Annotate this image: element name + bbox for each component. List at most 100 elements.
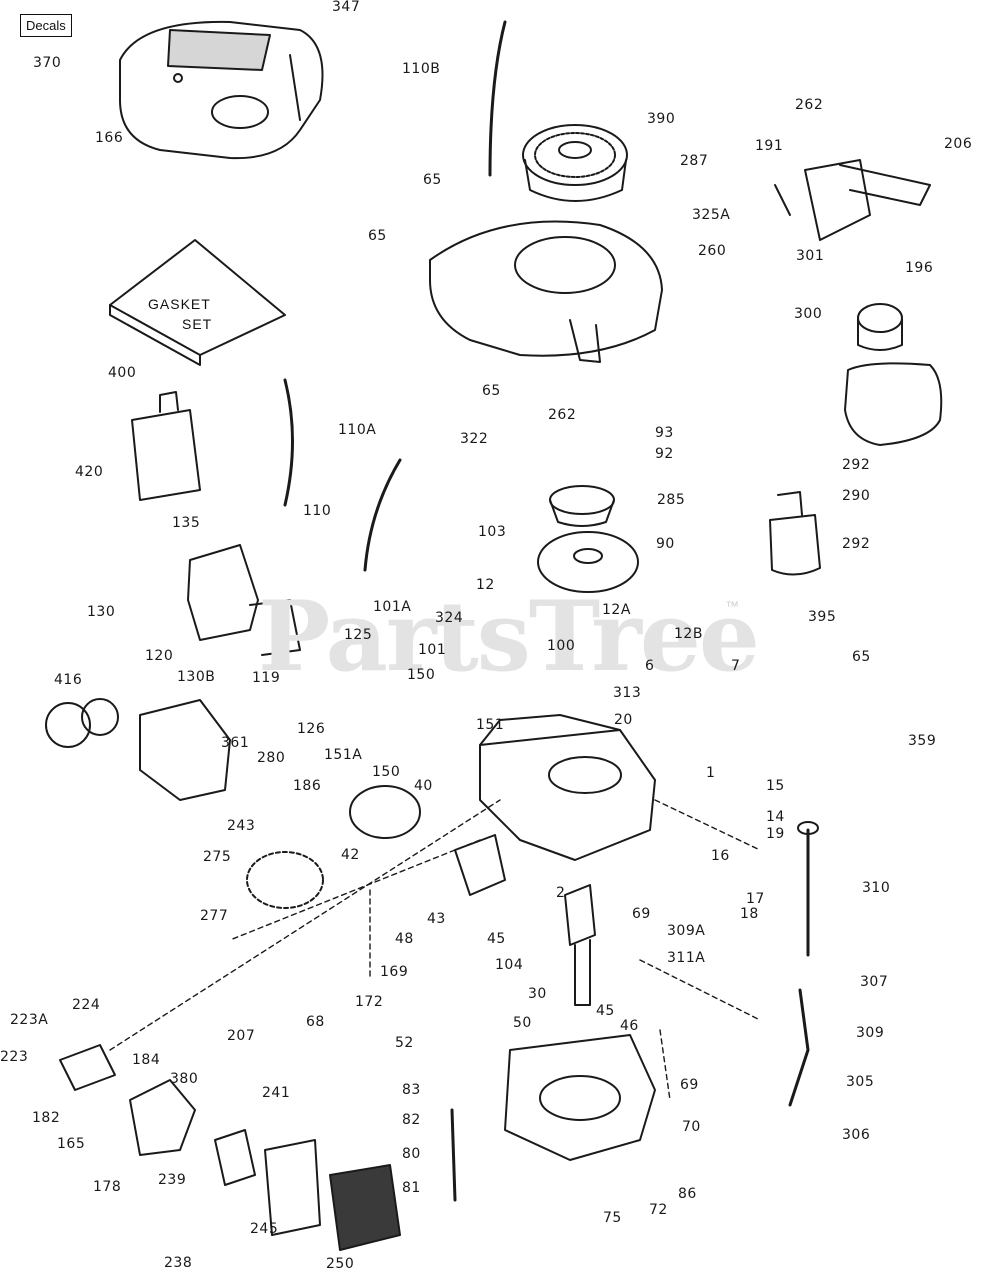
part-label[interactable]: 42	[341, 847, 360, 863]
part-label[interactable]: 182	[32, 1110, 61, 1126]
part-label[interactable]: 301	[796, 248, 825, 264]
part-label[interactable]: 262	[548, 407, 577, 423]
part-label[interactable]: 262	[795, 97, 824, 113]
part-label[interactable]: 150	[407, 667, 436, 683]
part-label[interactable]: 325A	[692, 207, 731, 223]
part-label[interactable]: 15	[766, 778, 785, 794]
part-label[interactable]: 1	[706, 765, 716, 781]
part-label[interactable]: 324	[435, 610, 464, 626]
part-label[interactable]: 65	[852, 649, 871, 665]
part-label[interactable]: 101	[418, 642, 447, 658]
part-label[interactable]: 151A	[324, 747, 363, 763]
part-label[interactable]: 191	[755, 138, 784, 154]
part-label[interactable]: 52	[395, 1035, 414, 1051]
part-label[interactable]: 75	[603, 1210, 622, 1226]
part-label[interactable]: 169	[380, 964, 409, 980]
part-label[interactable]: 12B	[674, 626, 703, 642]
part-label[interactable]: 260	[698, 243, 727, 259]
part-label[interactable]: 307	[860, 974, 889, 990]
part-label[interactable]: 275	[203, 849, 232, 865]
part-label[interactable]: 224	[72, 997, 101, 1013]
part-label[interactable]: 82	[402, 1112, 421, 1128]
part-label[interactable]: 100	[547, 638, 576, 654]
part-label[interactable]: 420	[75, 464, 104, 480]
part-label[interactable]: 305	[846, 1074, 875, 1090]
part-label[interactable]: 287	[680, 153, 709, 169]
part-label[interactable]: 395	[808, 609, 837, 625]
part-label[interactable]: 165	[57, 1136, 86, 1152]
part-label[interactable]: 120	[145, 648, 174, 664]
part-label[interactable]: 280	[257, 750, 286, 766]
part-label[interactable]: 309A	[667, 923, 706, 939]
part-label[interactable]: 380	[170, 1071, 199, 1087]
part-label[interactable]: 361	[221, 735, 250, 751]
part-label[interactable]: 16	[711, 848, 730, 864]
part-label[interactable]: 19	[766, 826, 785, 842]
part-label[interactable]: 12A	[602, 602, 631, 618]
part-label[interactable]: 151	[476, 717, 505, 733]
part-label[interactable]: 86	[678, 1186, 697, 1202]
part-label[interactable]: 7	[731, 658, 741, 674]
part-label[interactable]: 14	[766, 809, 785, 825]
part-label[interactable]: 65	[368, 228, 387, 244]
part-label[interactable]: 48	[395, 931, 414, 947]
part-label[interactable]: 135	[172, 515, 201, 531]
part-label[interactable]: 20	[614, 712, 633, 728]
part-label[interactable]: 196	[905, 260, 934, 276]
part-label[interactable]: 285	[657, 492, 686, 508]
part-label[interactable]: 243	[227, 818, 256, 834]
part-label[interactable]: 119	[252, 670, 281, 686]
part-label[interactable]: 241	[262, 1085, 291, 1101]
part-label[interactable]: 70	[682, 1119, 701, 1135]
part-label[interactable]: 69	[632, 906, 651, 922]
part-label[interactable]: 290	[842, 488, 871, 504]
part-label[interactable]: 65	[482, 383, 501, 399]
part-label[interactable]: 245	[250, 1221, 279, 1237]
part-label[interactable]: 277	[200, 908, 229, 924]
part-label[interactable]: 223A	[10, 1012, 49, 1028]
part-label[interactable]: 81	[402, 1180, 421, 1196]
part-label[interactable]: 313	[613, 685, 642, 701]
part-label[interactable]: 110	[303, 503, 332, 519]
part-label[interactable]: 206	[944, 136, 973, 152]
part-label[interactable]: 239	[158, 1172, 187, 1188]
part-label[interactable]: 172	[355, 994, 384, 1010]
part-label[interactable]: 92	[655, 446, 674, 462]
part-label[interactable]: 6	[645, 658, 655, 674]
part-label[interactable]: 18	[740, 906, 759, 922]
part-label[interactable]: 104	[495, 957, 524, 973]
part-label[interactable]: 186	[293, 778, 322, 794]
part-label[interactable]: 178	[93, 1179, 122, 1195]
part-label[interactable]: 45	[596, 1003, 615, 1019]
part-label[interactable]: 40	[414, 778, 433, 794]
part-label[interactable]: 72	[649, 1202, 668, 1218]
part-label[interactable]: 184	[132, 1052, 161, 1068]
part-label[interactable]: 12	[476, 577, 495, 593]
part-label[interactable]: 30	[528, 986, 547, 1002]
part-label[interactable]: 126	[297, 721, 326, 737]
part-label[interactable]: 207	[227, 1028, 256, 1044]
part-label[interactable]: 309	[856, 1025, 885, 1041]
part-label[interactable]: 390	[647, 111, 676, 127]
part-label[interactable]: 130	[87, 604, 116, 620]
part-label[interactable]: 250	[326, 1256, 355, 1272]
part-label[interactable]: 93	[655, 425, 674, 441]
part-label[interactable]: 110A	[338, 422, 377, 438]
part-label[interactable]: 416	[54, 672, 83, 688]
part-label[interactable]: 150	[372, 764, 401, 780]
part-label[interactable]: 103	[478, 524, 507, 540]
part-label[interactable]: 43	[427, 911, 446, 927]
part-label[interactable]: 300	[794, 306, 823, 322]
part-label[interactable]: 110B	[402, 61, 441, 77]
part-label[interactable]: 306	[842, 1127, 871, 1143]
part-label[interactable]: 46	[620, 1018, 639, 1034]
part-label[interactable]: 322	[460, 431, 489, 447]
part-label[interactable]: 83	[402, 1082, 421, 1098]
part-label[interactable]: 50	[513, 1015, 532, 1031]
part-label[interactable]: 101A	[373, 599, 412, 615]
part-label[interactable]: 166	[95, 130, 124, 146]
part-label[interactable]: 292	[842, 536, 871, 552]
part-label[interactable]: 310	[862, 880, 891, 896]
part-label[interactable]: 68	[306, 1014, 325, 1030]
part-label[interactable]: 347	[332, 0, 361, 15]
